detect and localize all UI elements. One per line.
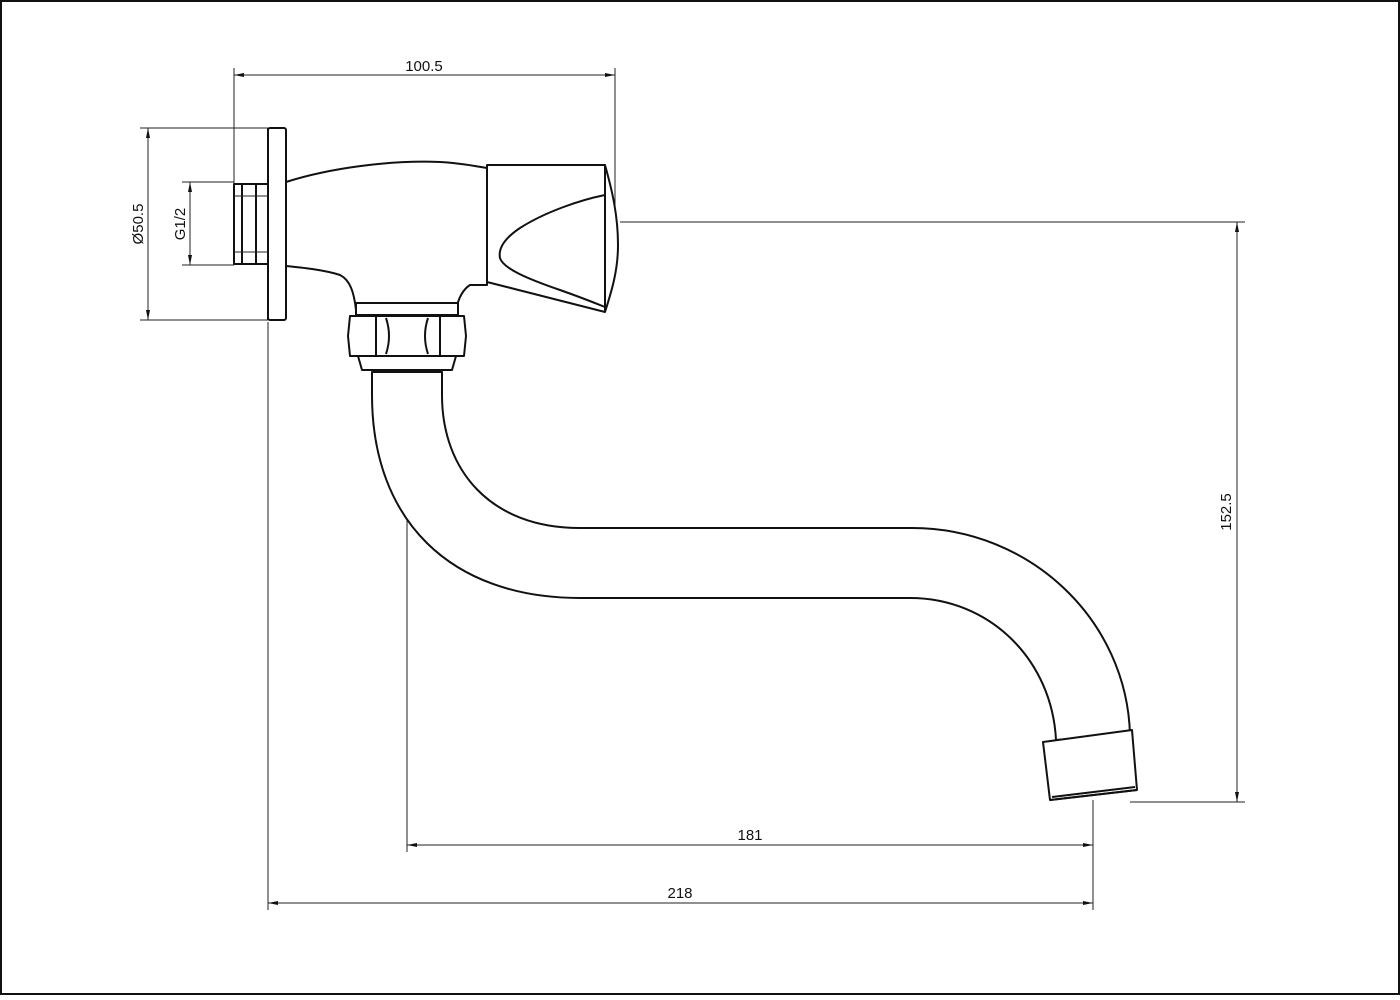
dim-label-thread: G1/2: [172, 208, 189, 241]
dim-label-152-5: 152.5: [1218, 493, 1235, 531]
dim-label-diameter: Ø50.5: [130, 204, 147, 245]
handle: [486, 164, 619, 313]
wall-flange: [267, 127, 287, 321]
valve-body: [285, 160, 488, 311]
dim-label-100-5: 100.5: [405, 58, 443, 75]
coupling-nut: [347, 302, 467, 371]
dimension-lines: [146, 73, 1239, 905]
aerator: [1042, 729, 1138, 801]
dim-label-181: 181: [737, 827, 762, 844]
thread-inlet: [233, 183, 269, 265]
dim-label-218: 218: [667, 885, 692, 902]
spout: [371, 371, 1131, 741]
